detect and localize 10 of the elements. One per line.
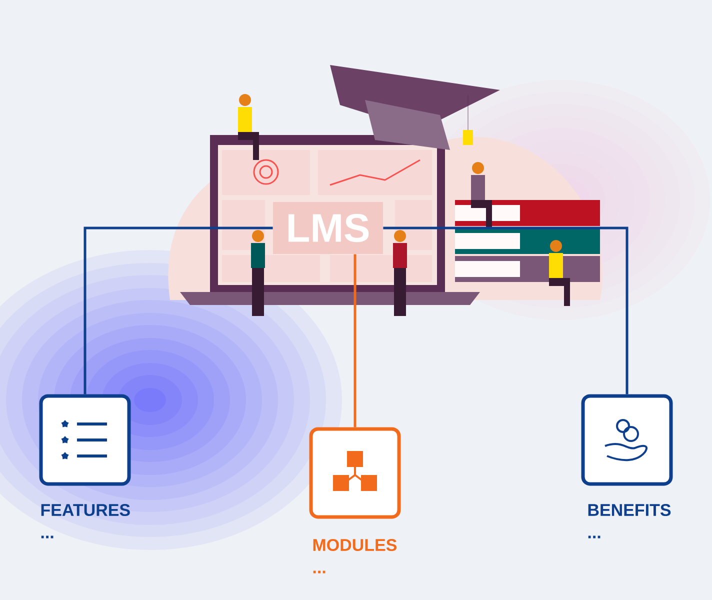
heading: FEATURES bbox=[41, 504, 130, 516]
ellipsis: ... bbox=[313, 570, 326, 574]
connector-line bbox=[354, 254, 356, 428]
connector-line bbox=[383, 226, 628, 394]
heading: MODULES bbox=[313, 538, 397, 552]
heading: BENEFITS bbox=[588, 504, 671, 516]
screen-label: LMS bbox=[273, 202, 383, 254]
connector-line bbox=[84, 226, 273, 394]
ellipsis: ... bbox=[588, 536, 600, 538]
ellipsis: ... bbox=[41, 536, 54, 538]
